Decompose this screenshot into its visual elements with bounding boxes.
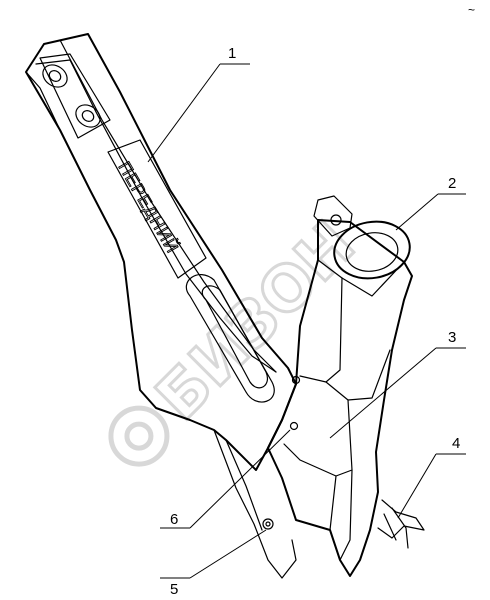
sleeve-body [267, 219, 413, 577]
callout-2: 2 [448, 175, 456, 192]
mounting-hole-middle [75, 104, 101, 128]
callout-6: 6 [170, 511, 178, 528]
watermark-logo-inner-icon [124, 421, 154, 451]
leader-lines [147, 63, 466, 579]
watermark-logo-icon [108, 405, 170, 467]
ring-clamp [313, 195, 411, 280]
fastener-bolt [262, 518, 274, 530]
callout-4: 4 [452, 435, 460, 452]
embossed-label: ПЕРЕДНИЙ [115, 159, 183, 257]
rivet-upper [291, 375, 301, 385]
callout-5: 5 [170, 581, 178, 598]
clip-bracket [377, 499, 425, 549]
callout-3: 3 [448, 329, 456, 346]
corner-mark: ~ [468, 3, 475, 17]
rivet-middle [289, 421, 299, 431]
callout-1: 1 [228, 45, 236, 62]
clamp-bolt-hole [330, 214, 342, 226]
